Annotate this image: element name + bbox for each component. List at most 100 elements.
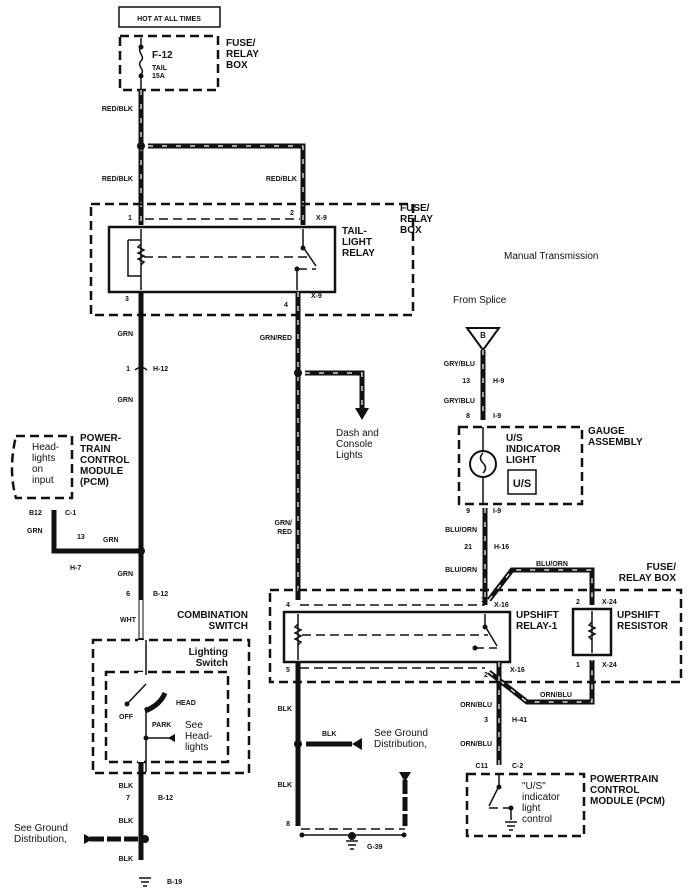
pin-r2: 2 [576, 599, 580, 606]
ground-symbol-b19 [139, 877, 151, 887]
pcm-left-label-2: TRAIN [80, 444, 111, 455]
pcm-right-text-1: "U/S" [522, 781, 546, 792]
relay-coil-icon [136, 243, 146, 266]
indicator-label-2: INDICATOR [506, 444, 561, 455]
see-ground-left-1: See Ground [14, 823, 68, 834]
wire-label-wht: WHT [120, 617, 137, 624]
wire-label-blu-orn-1: BLU/ORN [445, 527, 477, 534]
pin-2: 2 [290, 210, 294, 217]
pcm-left-box [10, 434, 74, 500]
connector-x9-top: X-9 [316, 215, 327, 222]
combination-switch-box [91, 638, 251, 775]
connector-x24-top: X-24 [602, 599, 617, 606]
relay-label-3: RELAY [342, 248, 375, 259]
us-badge-text: U/S [513, 478, 531, 490]
connector-h7: H-7 [70, 565, 81, 572]
wire-label-blk-2: BLK [119, 818, 133, 825]
connector-h12: H-12 [153, 366, 168, 373]
wire-label-blu-orn-2: BLU/ORN [445, 567, 477, 574]
wire-label-blu-orn-3: BLU/ORN [536, 561, 568, 568]
pin-h9: 13 [462, 378, 470, 385]
connector-h16: H-16 [494, 544, 509, 551]
pin-4b: 4 [286, 602, 290, 609]
wire-label-blk-5: BLK [322, 731, 336, 738]
switch-off-label: OFF [119, 714, 134, 721]
pcm-right-text-4: control [522, 814, 552, 825]
wire-label-blk-4: BLK [278, 706, 292, 713]
wire-label-orn-blu-1: ORN/BLU [460, 702, 492, 709]
relay-label-1: TAIL- [342, 226, 367, 237]
upshift-relay-label-2: RELAY-1 [516, 621, 558, 632]
fuse-relay-box-1 [89, 202, 415, 317]
upshift-resistor-label-1: UPSHIFT [617, 610, 660, 621]
tail-light-relay [107, 225, 337, 294]
pin-4: 4 [284, 302, 288, 309]
upshift-relay-label-1: UPSHIFT [516, 610, 559, 621]
gauge-label-1: GAUGE [588, 426, 625, 437]
wire-label-gry-blu-1: GRY/BLU [444, 361, 475, 368]
us-badge [507, 469, 537, 495]
connector-x16-bot: X-16 [510, 667, 525, 674]
lighting-switch-label-1: Lighting [189, 647, 228, 658]
switch-head-label: HEAD [176, 700, 196, 707]
pin-1: 1 [128, 215, 132, 222]
ground-arrow-left [84, 834, 93, 844]
dash-lights-1: Dash and [336, 428, 379, 439]
wire-label-orn-blu-2: ORN/BLU [540, 692, 572, 699]
wire-label-grn-2: GRN [117, 397, 133, 404]
connector-x9-bot: X-9 [311, 293, 322, 300]
pcm-right-label-1: POWERTRAIN [590, 774, 658, 785]
pin-i9b: 9 [466, 508, 470, 515]
hot-at-all-times-box [118, 6, 221, 28]
wire-label-grn-red-2a: GRN/ [275, 520, 293, 527]
switch-lever-icon [126, 683, 147, 705]
fuse-relay-box-top [118, 34, 220, 92]
combination-switch-label-2: SWITCH [209, 621, 248, 632]
pin-3: 3 [125, 296, 129, 303]
wire-label-grn-1: GRN [117, 331, 133, 338]
pcm-right-label-3: MODULE (PCM) [590, 796, 665, 807]
fuse-icon [138, 38, 144, 90]
dash-lights-arrow [355, 408, 369, 420]
from-splice-label: From Splice [453, 295, 507, 306]
hot-at-all-times-label: HOT AT ALL TIMES [137, 16, 201, 23]
fuse-relay-box-2 [268, 588, 683, 684]
pin-i9a: 8 [466, 413, 470, 420]
relay-box-1-label-1: FUSE/ [400, 203, 430, 214]
upshift-resistor-label-2: RESISTOR [617, 621, 669, 632]
splice-b-triangle [465, 327, 501, 352]
wire-label-grn-4: GRN [103, 537, 119, 544]
dash-lights-2: Console [336, 439, 373, 450]
connector-c2: C-2 [512, 763, 523, 770]
connector-i9a: I-9 [493, 413, 501, 420]
connector-h9: H-9 [493, 378, 504, 385]
fuse-box-label-2: RELAY [226, 49, 259, 60]
relay-box-2-label-1: FUSE/ [647, 562, 677, 573]
pcm-left-label-3: CONTROL [80, 455, 129, 466]
connector-b19: B-19 [167, 879, 182, 886]
pin-h12: 1 [126, 366, 130, 373]
pcm-left-label-5: (PCM) [80, 477, 109, 488]
see-headlights-2: Head- [185, 731, 212, 742]
pcm-left-text-2: lights [32, 453, 55, 464]
lighting-switch-box [104, 670, 230, 764]
pcm-left-label-4: MODULE [80, 466, 124, 477]
see-ground-left-2: Distribution, [14, 834, 67, 845]
pcm-left-label-1: POWER- [80, 433, 121, 444]
wire-label-blk-3: BLK [119, 856, 133, 863]
wire-red-blk-branch [148, 143, 306, 225]
upshift-relay-1 [282, 610, 512, 664]
ground-arrow-mid [352, 738, 362, 750]
see-ground-mid-1: See Ground [374, 728, 428, 739]
resistor-icon [587, 621, 597, 641]
pin-g39: 8 [286, 821, 290, 828]
wire-label-grn-red-2b: RED [277, 529, 292, 536]
pin-b12: B12 [29, 510, 42, 517]
gauge-assembly-box [457, 425, 584, 506]
splice-dot [137, 142, 145, 150]
pin-5: 5 [286, 667, 290, 674]
fuse-name: TAIL [152, 65, 168, 72]
splice-b-letter: B [480, 331, 486, 340]
fuse-id: F-12 [152, 50, 173, 61]
pin-h7: 13 [77, 534, 85, 541]
